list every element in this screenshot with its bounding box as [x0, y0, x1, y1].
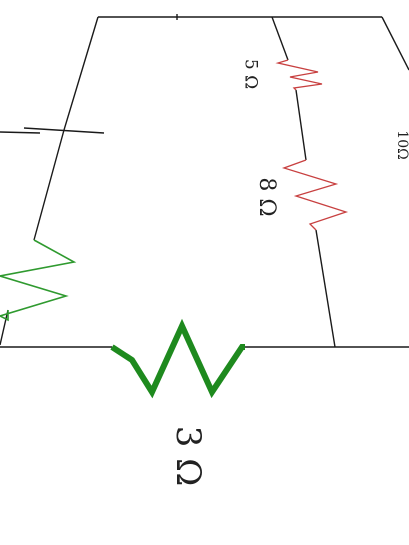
left-branch-upper	[63, 16, 99, 131]
battery	[0, 127, 105, 134]
battery-plate-short	[0, 131, 41, 134]
resistor-8ohm	[281, 159, 349, 231]
resistor-5ohm-label-group: 5 Ω	[241, 59, 261, 89]
resistor-8ohm-label-group: 8 Ω	[254, 177, 279, 216]
middle-branch-upper	[271, 16, 289, 61]
wires	[0, 14, 409, 348]
cut-resistor-label: 10Ω	[394, 130, 409, 159]
right-branch	[381, 16, 409, 71]
battery-plate-long	[23, 127, 105, 134]
resistor-5ohm	[275, 59, 323, 91]
resistor-5ohm-label: 5 Ω	[241, 59, 261, 89]
cut-resistor-label-group: 10Ω	[394, 130, 409, 159]
resistor-left	[0, 239, 77, 322]
resistor-3ohm	[110, 318, 245, 399]
resistor-8ohm-label: 8 Ω	[254, 177, 279, 216]
middle-branch-mid	[295, 89, 307, 161]
middle-branch-lower	[315, 229, 336, 348]
resistor-3ohm-label: 3 Ω	[168, 426, 208, 487]
left-branch-lower	[0, 309, 9, 346]
resistor-3ohm-label-group: 3 Ω	[168, 426, 208, 487]
left-branch-middle	[33, 129, 65, 241]
